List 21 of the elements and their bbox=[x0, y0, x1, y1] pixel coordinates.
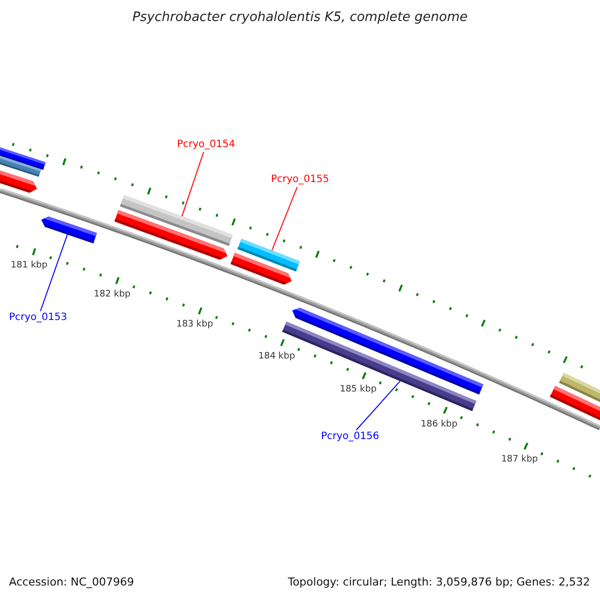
gene-label: Pcryo_0153 bbox=[8, 312, 68, 324]
tick-label: 181 kbp bbox=[10, 261, 48, 272]
gene-label: Pcryo_0154 bbox=[176, 139, 236, 151]
leader-line bbox=[271, 186, 298, 251]
genome-summary-text: Topology: circular; Length: 3,059,876 bp; Genes: 2,532 bbox=[288, 575, 590, 589]
tick-label: 186 kbp bbox=[420, 419, 458, 430]
tick-label: 187 kbp bbox=[501, 454, 538, 466]
gene-label: Pcryo_0156 bbox=[320, 431, 380, 443]
tick-label: 184 kbp bbox=[258, 352, 296, 362]
tick-label: 182 kbp bbox=[94, 290, 131, 301]
gene-bar bbox=[41, 216, 97, 244]
leader-line bbox=[40, 234, 68, 312]
leader-line bbox=[181, 152, 204, 217]
accession-text: Accession: NC_007969 bbox=[9, 575, 134, 589]
leader-line bbox=[356, 380, 401, 430]
gene-bar bbox=[237, 238, 300, 272]
map-title: Psychrobacter cryohalolentis K5, complete genome bbox=[132, 10, 468, 26]
tick-label: 185 kbp bbox=[340, 384, 377, 396]
tick-label: 183 kbp bbox=[176, 320, 214, 331]
gene-bar bbox=[120, 195, 233, 246]
gene-label: Pcryo_0155 bbox=[270, 174, 330, 186]
